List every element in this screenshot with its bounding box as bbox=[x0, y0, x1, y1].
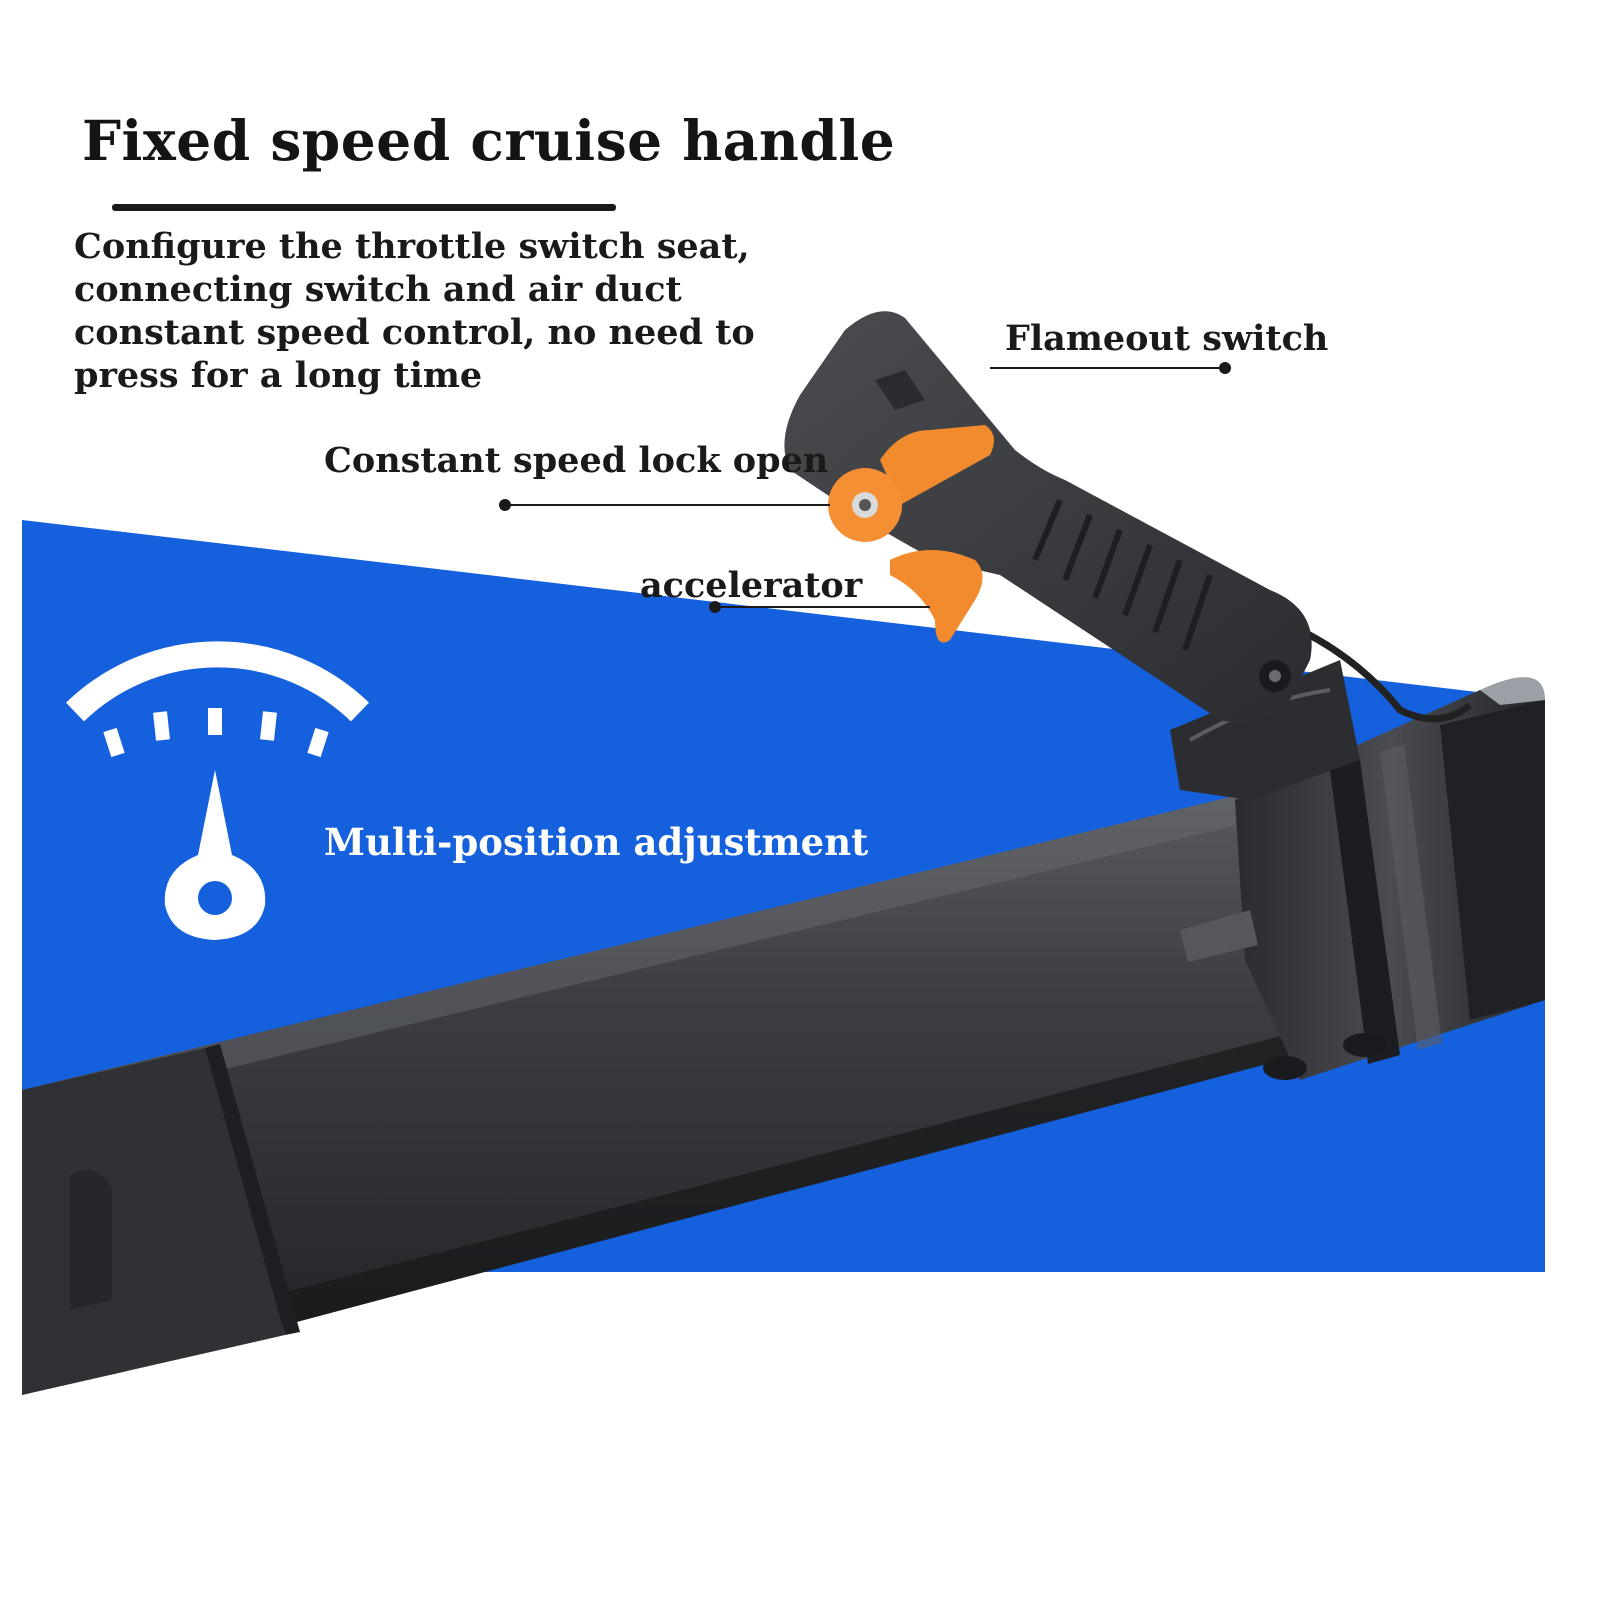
description-line: constant speed control, no need to bbox=[74, 312, 755, 353]
description-line: Configure the throttle switch seat, bbox=[74, 226, 750, 267]
page-title: Fixed speed cruise handle bbox=[82, 108, 896, 173]
blower-tube bbox=[22, 780, 1470, 1395]
title-underline bbox=[112, 204, 616, 211]
cruise-handle bbox=[784, 311, 1312, 723]
constant-speed-lock-label: Constant speed lock open bbox=[324, 440, 829, 481]
accelerator-trigger bbox=[890, 550, 983, 643]
throttle-cable bbox=[1298, 626, 1473, 723]
adjustment-dial-icon bbox=[65, 641, 370, 940]
multi-position-label: Multi-position adjustment bbox=[324, 820, 869, 864]
tube-collar bbox=[1180, 677, 1545, 1080]
description-line: connecting switch and air duct bbox=[74, 269, 682, 310]
flameout-switch-label: Flameout switch bbox=[1005, 318, 1329, 359]
callout-leaders bbox=[499, 362, 1231, 613]
flameout-lever bbox=[880, 425, 994, 505]
description-line: press for a long time bbox=[74, 355, 483, 396]
description-block: Configure the throttle switch seat, conn… bbox=[74, 225, 755, 397]
accelerator-label: accelerator bbox=[640, 565, 863, 606]
orange-trigger-parts bbox=[828, 425, 994, 643]
grip-ridges bbox=[1032, 498, 1213, 651]
